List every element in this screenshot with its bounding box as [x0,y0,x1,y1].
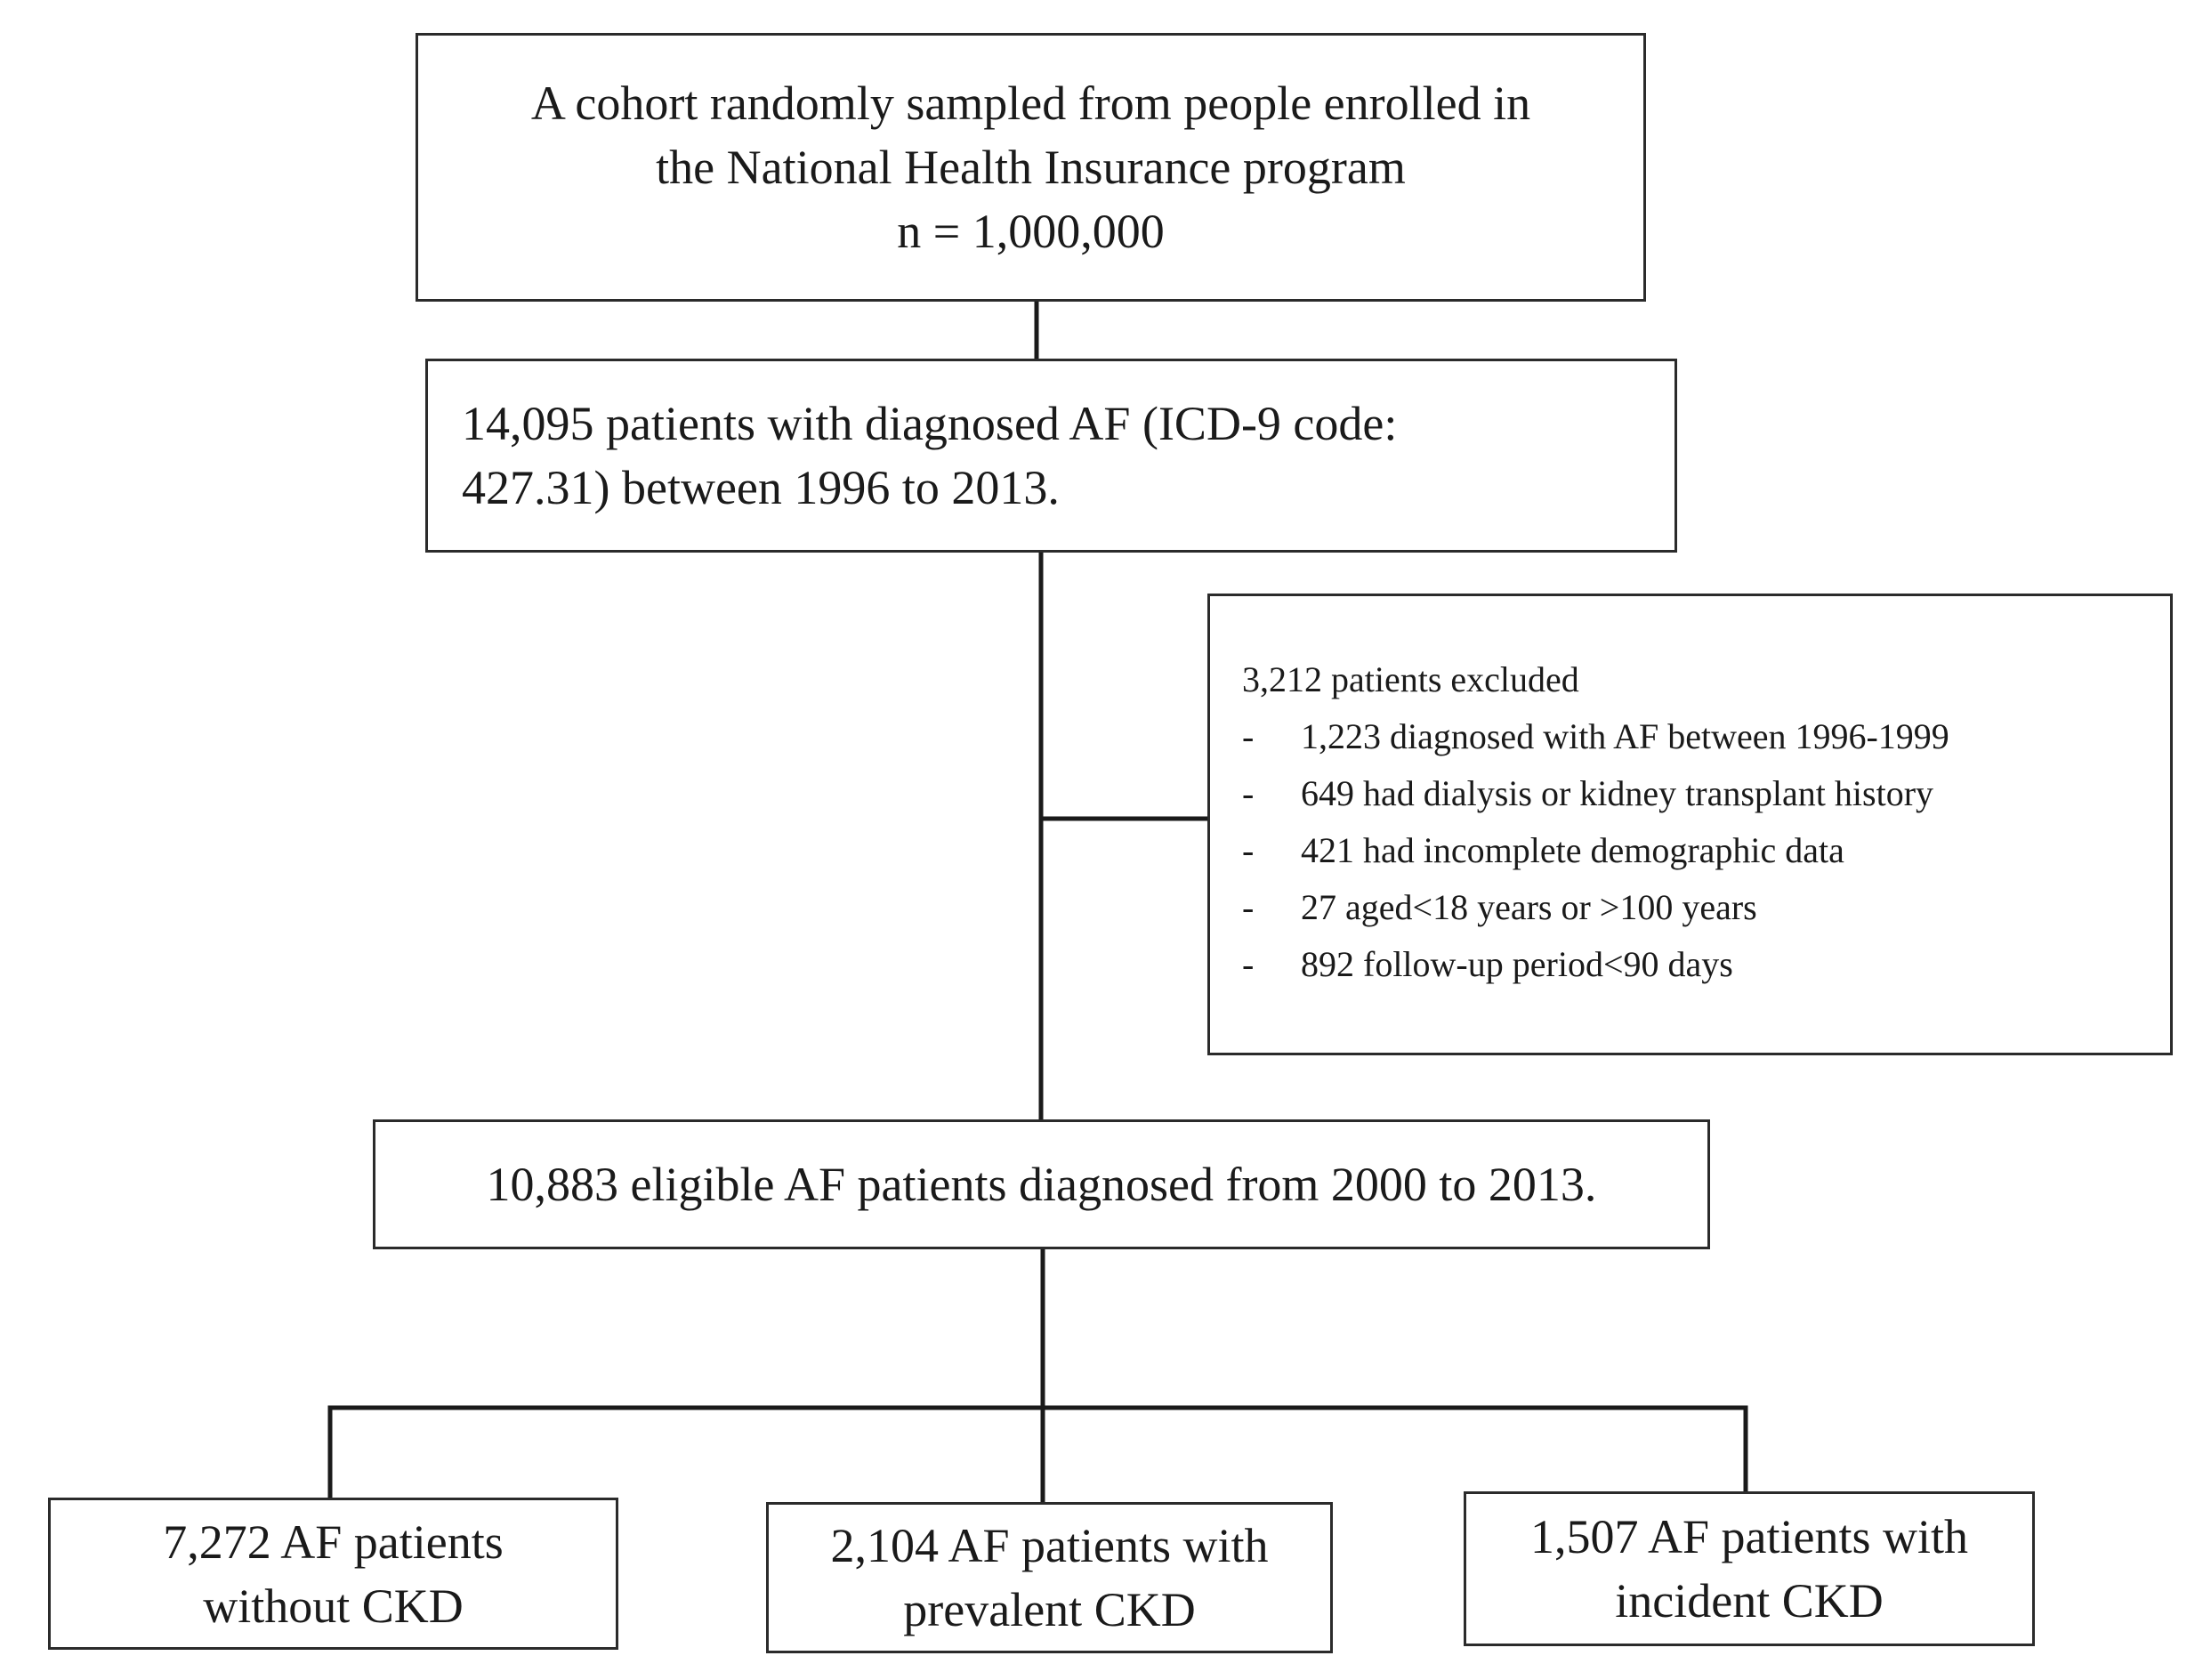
af-patients-box: 14,095 patients with diagnosed AF (ICD-9… [425,359,1677,553]
excluded-item: - 421 had incomplete demographic data [1242,822,2170,879]
cohort-box: A cohort randomly sampled from people en… [416,33,1646,302]
bullet-dash: - [1242,887,1255,927]
excluded-item: - 892 follow-up period<90 days [1242,936,2170,993]
cohort-line-3: n = 1,000,000 [897,205,1165,258]
cohort-line-2: the National Health Insurance program [656,141,1406,194]
cohort-line-1: A cohort randomly sampled from people en… [530,77,1531,130]
bullet-dash: - [1242,716,1255,756]
bullet-dash: - [1242,944,1255,984]
group-prevalent-ckd-line-1: 2,104 AF patients with [830,1519,1269,1572]
excluded-item-text: 421 had incomplete demographic data [1301,830,1844,870]
eligible-text: 10,883 eligible AF patients diagnosed fr… [486,1158,1597,1211]
excluded-heading: 3,212 patients excluded [1242,659,1579,699]
group-without-ckd-line-1: 7,272 AF patients [163,1514,504,1569]
excluded-item-text: 27 aged<18 years or >100 years [1301,887,1757,927]
af-patients-line-2: 427.31) between 1996 to 2013. [462,461,1060,514]
excluded-item-text: 1,223 diagnosed with AF between 1996-199… [1301,716,1949,756]
af-patients-line-1: 14,095 patients with diagnosed AF (ICD-9… [462,397,1398,450]
excluded-item-text: 892 follow-up period<90 days [1301,944,1733,984]
eligible-box: 10,883 eligible AF patients diagnosed fr… [373,1119,1710,1249]
excluded-item-text: 649 had dialysis or kidney transplant hi… [1301,773,1934,813]
group-incident-ckd-line-2: incident CKD [1615,1574,1884,1628]
excluded-item: - 27 aged<18 years or >100 years [1242,879,2170,936]
excluded-item: - 1,223 diagnosed with AF between 1996-1… [1242,708,2170,765]
group-without-ckd-line-2: without CKD [203,1579,464,1633]
bullet-dash: - [1242,773,1255,813]
group-prevalent-ckd-line-2: prevalent CKD [903,1583,1196,1636]
bullet-dash: - [1242,830,1255,870]
group-prevalent-ckd-box: 2,104 AF patients with prevalent CKD [766,1502,1333,1653]
group-incident-ckd-box: 1,507 AF patients with incident CKD [1464,1491,2035,1646]
excluded-box: 3,212 patients excluded - 1,223 diagnose… [1207,594,2173,1055]
excluded-item: - 649 had dialysis or kidney transplant … [1242,765,2170,822]
group-without-ckd-box: 7,272 AF patients without CKD [48,1498,618,1650]
group-incident-ckd-line-1: 1,507 AF patients with [1529,1510,1968,1563]
